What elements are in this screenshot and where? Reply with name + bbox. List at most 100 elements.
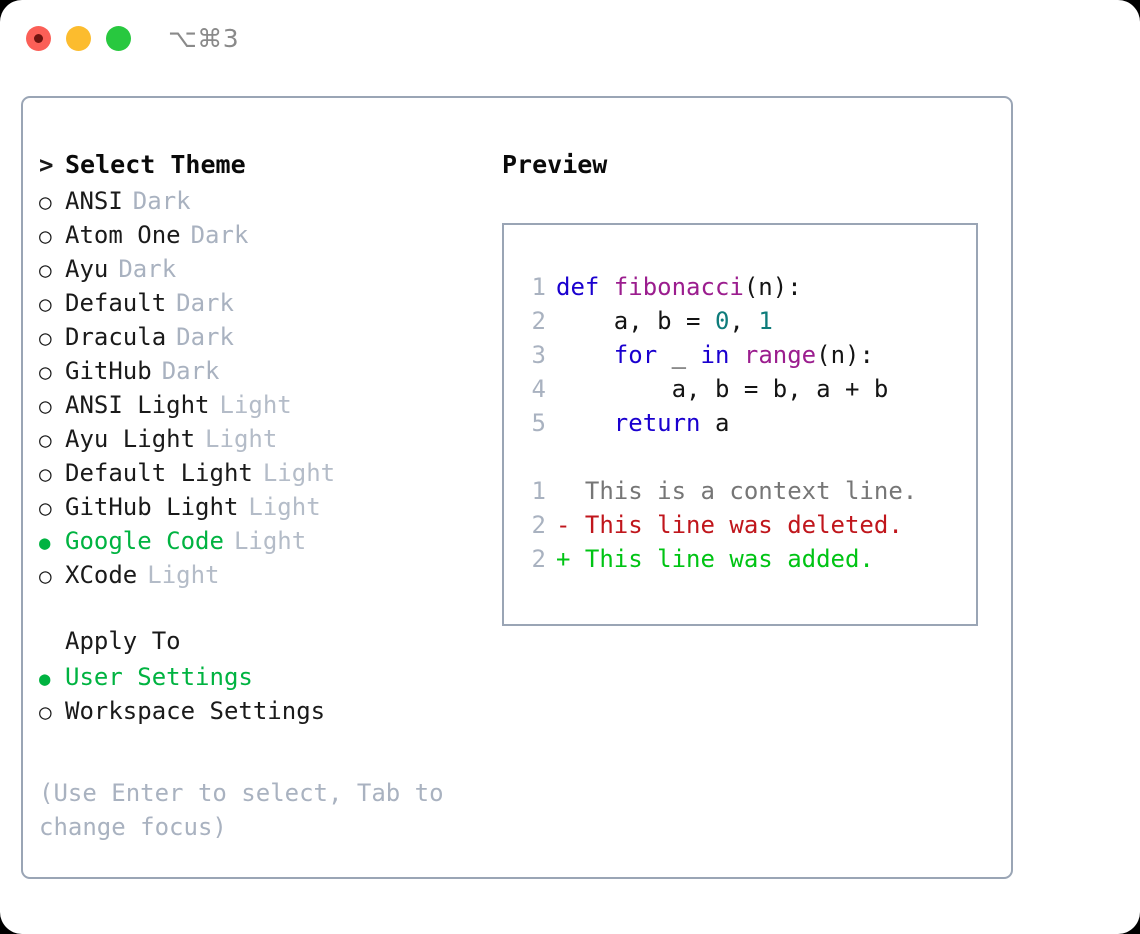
radio-unselected-icon: ○ [39, 394, 52, 418]
select-theme-header-label: Select Theme [65, 150, 246, 179]
radio-unselected-icon: ○ [39, 360, 52, 384]
theme-name-label: ANSI [65, 187, 123, 215]
theme-name-label: GitHub Light [65, 493, 239, 521]
code-text: for _ in range(n): [546, 338, 874, 372]
apply-to-item[interactable]: ○Workspace Settings [39, 694, 479, 728]
code-token-kw: def [556, 273, 614, 301]
radio-selected-icon: ● [39, 668, 51, 690]
radio-unselected-icon: ○ [39, 700, 52, 724]
theme-name-label: Atom One [65, 221, 181, 249]
theme-name-label: Ayu [65, 255, 109, 283]
theme-variant-badge: Light [219, 391, 292, 419]
line-number: 3 [531, 341, 546, 369]
code-token-pl: a, b = [556, 307, 715, 335]
code-token-kw: in [700, 341, 730, 369]
theme-variant-badge: Dark [161, 357, 220, 385]
caret-icon: > [39, 151, 54, 179]
theme-list-item[interactable]: ○ Default Light Light [39, 456, 479, 490]
diff-line: 2+ This line was added. [520, 542, 917, 576]
theme-name-label: GitHub [65, 357, 152, 385]
radio-unselected-icon: ○ [39, 428, 52, 452]
code-text: def fibonacci(n): [546, 270, 802, 304]
apply-to-header-label: Apply To [65, 627, 181, 655]
theme-variant-badge: Dark [132, 187, 191, 215]
code-token-del: - This line was deleted. [556, 511, 903, 539]
theme-list-item[interactable]: ○ Ayu Dark [39, 252, 479, 286]
theme-variant-badge: Light [262, 459, 336, 487]
radio-unselected-icon: ○ [39, 190, 52, 214]
code-line: 4 a, b = b, a + b [520, 372, 917, 406]
theme-list-item[interactable]: ○ GitHub Light Light [39, 490, 479, 524]
apply-to-header: Apply To [39, 622, 479, 660]
theme-name-label: ANSI Light [65, 391, 210, 419]
code-token-pl: (n): [816, 341, 874, 369]
radio-unselected-icon: ○ [39, 224, 52, 248]
line-number: 1 [531, 477, 546, 505]
theme-variant-badge: Dark [118, 255, 177, 283]
theme-variant-badge: Dark [176, 289, 234, 317]
preview-title: Preview [502, 150, 608, 179]
apply-to-item[interactable]: ● User Settings [39, 660, 479, 694]
code-token-pl: a, b = b, a + b [556, 375, 889, 403]
radio-unselected-icon: ○ [39, 326, 52, 350]
code-token-pl: _ [657, 341, 701, 369]
select-theme-header: > Select Theme [39, 146, 479, 184]
code-token-num: 0 [714, 307, 730, 335]
line-number: 1 [531, 273, 546, 301]
theme-name-label: Dracula [65, 323, 167, 351]
radio-unselected-icon: ○ [39, 258, 52, 282]
line-number: 2 [531, 511, 546, 539]
apply-to-label: User Settings [65, 663, 253, 691]
title-bar: ⌥⌘3 [0, 0, 1140, 78]
apply-to-spacer [39, 623, 65, 661]
theme-variant-badge: Light [147, 561, 220, 589]
radio-selected-icon: ● [39, 532, 51, 554]
code-text: - This line was deleted. [546, 508, 903, 542]
radio-unselected-icon: ○ [39, 462, 52, 486]
line-number: 2 [531, 545, 546, 573]
theme-variant-badge: Light [248, 493, 321, 521]
code-token-kw: for [613, 341, 658, 369]
theme-list-item[interactable]: ○ ANSI Light Light [39, 388, 479, 422]
theme-variant-badge: Light [233, 527, 307, 555]
minimize-button[interactable] [66, 26, 91, 51]
theme-name-label: XCode [65, 561, 138, 589]
maximize-button[interactable] [106, 26, 131, 51]
theme-list-item[interactable]: ○ Default Dark [39, 286, 479, 320]
radio-unselected-icon: ○ [39, 292, 52, 316]
code-token-pl: a [700, 409, 730, 437]
code-token-pl: (n): [743, 273, 802, 301]
line-number: 5 [531, 409, 546, 437]
theme-list-item[interactable]: ○ ANSI Dark [39, 184, 479, 218]
apply-to-list: ● User Settings ○Workspace Settings [39, 660, 479, 728]
code-line: 2 a, b = 0, 1 [520, 304, 917, 338]
theme-variant-badge: Dark [176, 323, 234, 351]
theme-name-label: Default [65, 289, 167, 317]
code-token-pl [556, 409, 614, 437]
theme-variant-badge: Light [205, 425, 278, 453]
radio-unselected-icon: ○ [39, 496, 52, 520]
code-line: 3 for _ in range(n): [520, 338, 917, 372]
theme-list-item[interactable]: ○ Dracula Dark [39, 320, 479, 354]
theme-name-label: Default Light [65, 459, 253, 487]
theme-variant-badge: Dark [190, 221, 249, 249]
code-token-fn: range [743, 341, 817, 369]
theme-list-item[interactable]: ○ GitHub Dark [39, 354, 479, 388]
code-token-pl [556, 341, 614, 369]
theme-list-item[interactable]: ○ Atom One Dark [39, 218, 479, 252]
code-text: return a [546, 406, 730, 440]
code-token-kw: return [613, 409, 701, 437]
code-token-pl: , [729, 307, 759, 335]
code-blank-line [520, 440, 917, 474]
